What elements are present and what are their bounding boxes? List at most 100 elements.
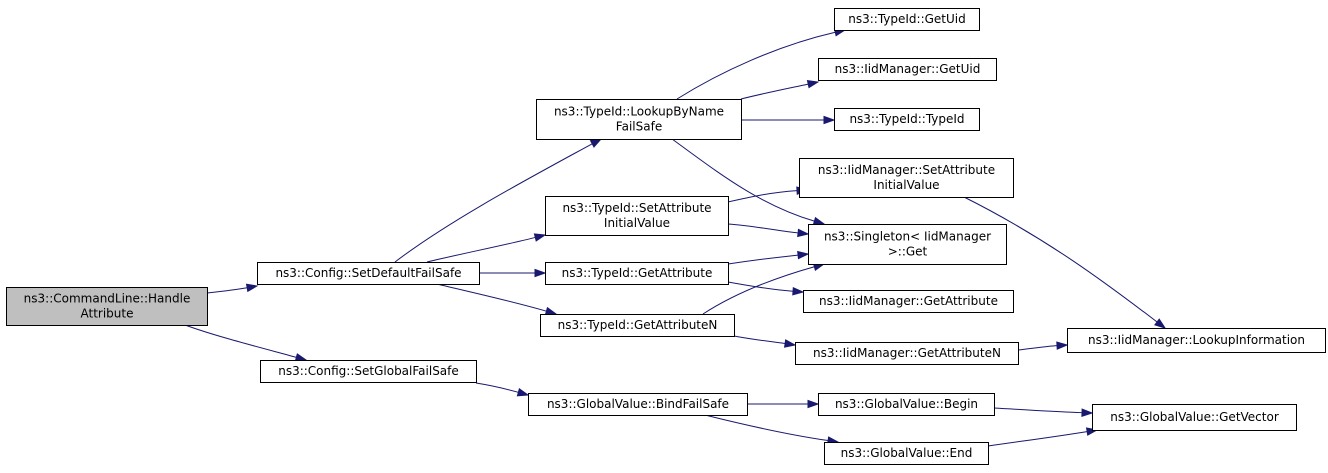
- edge-line: [394, 143, 593, 263]
- edge-arrowhead: [294, 353, 308, 362]
- node-iid_get_attribute_n[interactable]: ns3::IidManager::GetAttributeN: [795, 342, 1019, 365]
- edge-set_default_fail_safe-to-typeid_set_attribute_initial_value: [426, 233, 547, 263]
- node-label: ns3::GlobalValue::End: [841, 446, 973, 460]
- edge-arrowhead: [544, 306, 558, 316]
- node-box: [528, 393, 748, 416]
- edge-lookup_by_name_fail_safe-to-iid_get_uid: [740, 79, 820, 100]
- edge-line: [184, 324, 297, 358]
- edge-arrowhead: [797, 250, 810, 260]
- edge-arrowhead: [797, 228, 810, 238]
- edge-line: [733, 335, 786, 345]
- edge-iid_set_attribute_initial_value-to-iid_lookup_information: [963, 196, 1167, 329]
- call-graph-edges: [184, 28, 1167, 447]
- edge-line: [676, 31, 836, 100]
- edge-lookup_by_name_fail_safe-to-typeid_typeid: [741, 115, 836, 125]
- edge-arrowhead: [812, 216, 826, 226]
- node-box: [818, 58, 997, 81]
- node-box: [540, 314, 735, 337]
- node-typeid_get_uid[interactable]: ns3::TypeId::GetUid: [834, 8, 980, 31]
- edge-arrowhead: [806, 79, 820, 89]
- node-label: ns3::Singleton< IidManager: [824, 230, 991, 244]
- edge-line: [727, 190, 798, 203]
- node-typeid_get_attribute[interactable]: ns3::TypeId::GetAttribute: [545, 262, 729, 285]
- node-label: ns3::Config::SetDefaultFailSafe: [275, 266, 461, 280]
- node-label: ns3::TypeId::GetAttributeN: [558, 318, 718, 332]
- call-graph-nodes: ns3::CommandLine::HandleAttributens3::Co…: [6, 8, 1326, 465]
- edge-set_global_fail_safe-to-bind_fail_safe: [475, 382, 530, 397]
- node-bind_fail_safe[interactable]: ns3::GlobalValue::BindFailSafe: [528, 393, 748, 416]
- node-box: [6, 287, 208, 326]
- node-label: InitialValue: [873, 178, 939, 192]
- node-label: ns3::IidManager::GetAttribute: [819, 294, 998, 308]
- node-box: [808, 224, 1007, 265]
- edge-handle_attribute-to-set_default_fail_safe: [206, 283, 259, 294]
- node-globalvalue_get_vector[interactable]: ns3::GlobalValue::GetVector: [1092, 404, 1297, 431]
- edge-line: [740, 83, 809, 100]
- node-box: [1067, 328, 1326, 353]
- node-box: [834, 108, 980, 131]
- edge-line: [1017, 345, 1058, 351]
- node-globalvalue_end[interactable]: ns3::GlobalValue::End: [824, 442, 989, 465]
- node-iid_get_uid[interactable]: ns3::IidManager::GetUid: [818, 58, 997, 81]
- node-box: [824, 442, 989, 465]
- node-box: [545, 262, 729, 285]
- edge-typeid_get_attribute-to-iid_get_attribute: [727, 281, 805, 296]
- node-label: ns3::TypeId::LookupByName: [554, 105, 724, 119]
- node-label: ns3::GlobalValue::Begin: [835, 397, 978, 411]
- edge-line: [475, 382, 519, 393]
- edge-line: [702, 266, 815, 315]
- edge-arrowhead: [534, 268, 547, 278]
- node-label: ns3::GlobalValue::GetVector: [1110, 410, 1279, 424]
- edge-line: [436, 283, 547, 312]
- node-box: [795, 342, 1019, 365]
- edge-line: [727, 254, 799, 265]
- node-box: [257, 262, 480, 285]
- node-label: ns3::IidManager::SetAttribute: [818, 163, 995, 177]
- node-box: [545, 196, 729, 236]
- edge-line: [704, 414, 829, 442]
- edge-bind_fail_safe-to-globalvalue_begin: [746, 399, 820, 409]
- node-iid_set_attribute_initial_value[interactable]: ns3::IidManager::SetAttributeInitialValu…: [799, 158, 1014, 198]
- edge-line: [963, 196, 1158, 323]
- node-iid_lookup_information[interactable]: ns3::IidManager::LookupInformation: [1067, 328, 1326, 353]
- edge-bind_fail_safe-to-globalvalue_end: [704, 414, 840, 445]
- node-label: InitialValue: [604, 216, 670, 230]
- edge-arrowhead: [807, 399, 820, 409]
- node-label: >::Get: [888, 245, 928, 259]
- node-singleton_get[interactable]: ns3::Singleton< IidManager>::Get: [808, 224, 1007, 265]
- edge-typeid_set_attribute_initial_value-to-iid_set_attribute_initial_value: [727, 186, 809, 203]
- node-label: ns3::TypeId::GetAttribute: [562, 266, 713, 280]
- edge-arrowhead: [516, 388, 530, 397]
- node-label: ns3::IidManager::GetUid: [835, 62, 981, 76]
- edge-set_default_fail_safe-to-typeid_get_attribute: [479, 268, 547, 278]
- edge-arrowhead: [792, 286, 805, 296]
- node-label: ns3::IidManager::GetAttributeN: [813, 346, 1001, 360]
- node-globalvalue_begin[interactable]: ns3::GlobalValue::Begin: [818, 393, 995, 416]
- node-box: [834, 8, 980, 31]
- edge-arrowhead: [783, 339, 797, 348]
- node-label: ns3::TypeId::TypeId: [849, 112, 964, 126]
- edge-arrowhead: [1154, 318, 1167, 329]
- node-label: Attribute: [81, 307, 134, 321]
- node-box: [818, 393, 995, 416]
- node-box: [803, 290, 1014, 313]
- node-label: ns3::TypeId::GetUid: [848, 12, 966, 26]
- edge-line: [206, 287, 248, 294]
- node-label: ns3::IidManager::LookupInformation: [1088, 333, 1305, 347]
- node-set_global_fail_safe[interactable]: ns3::Config::SetGlobalFailSafe: [260, 360, 477, 383]
- edge-line: [727, 223, 799, 234]
- edge-line: [993, 407, 1083, 414]
- node-typeid_typeid[interactable]: ns3::TypeId::TypeId: [834, 108, 980, 131]
- node-set_default_fail_safe[interactable]: ns3::Config::SetDefaultFailSafe: [257, 262, 480, 285]
- node-label: ns3::CommandLine::Handle: [24, 292, 191, 306]
- node-label: ns3::GlobalValue::BindFailSafe: [547, 397, 729, 411]
- node-typeid_get_attribute_n[interactable]: ns3::TypeId::GetAttributeN: [540, 314, 735, 337]
- node-iid_get_attribute[interactable]: ns3::IidManager::GetAttribute: [803, 290, 1014, 313]
- edge-line: [671, 138, 815, 222]
- edge-arrowhead: [1081, 408, 1094, 417]
- node-box: [536, 99, 742, 140]
